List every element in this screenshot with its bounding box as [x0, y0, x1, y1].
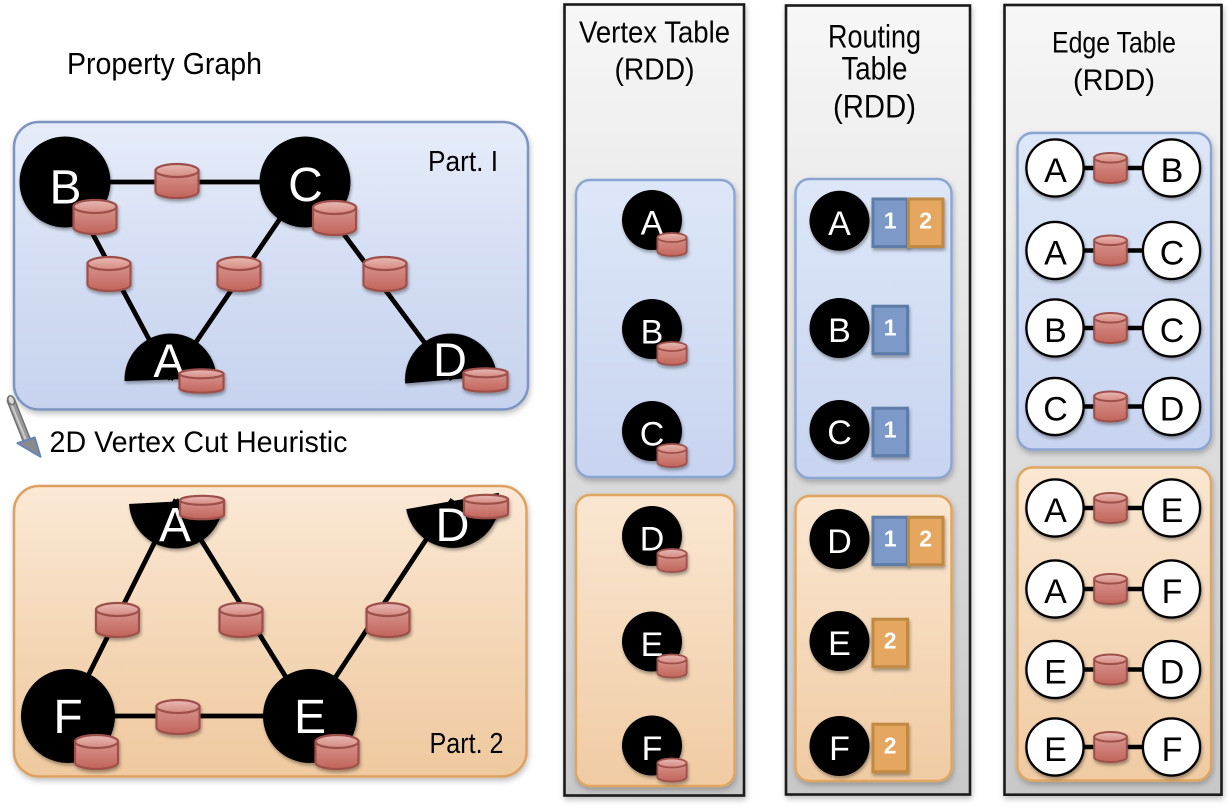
svg-text:E: E [1044, 731, 1067, 769]
svg-text:2: 2 [919, 526, 932, 552]
svg-text:D: D [433, 333, 467, 386]
svg-text:Routing: Routing [828, 18, 921, 54]
svg-text:C: C [827, 414, 852, 452]
svg-text:(RDD): (RDD) [833, 89, 916, 125]
svg-text:D: D [1160, 654, 1185, 692]
svg-text:Part. I: Part. I [428, 146, 498, 178]
svg-text:E: E [1044, 654, 1067, 692]
svg-text:E: E [294, 691, 326, 744]
svg-text:1: 1 [884, 207, 897, 233]
svg-text:A: A [1044, 235, 1067, 273]
svg-text:F: F [1162, 731, 1183, 769]
svg-text:B: B [1044, 312, 1067, 350]
svg-text:2D Vertex Cut Heuristic: 2D Vertex Cut Heuristic [50, 426, 348, 459]
svg-text:E: E [1161, 492, 1184, 530]
svg-text:Part. 2: Part. 2 [430, 728, 504, 760]
svg-text:C: C [1160, 312, 1185, 350]
svg-text:Edge Table: Edge Table [1052, 27, 1176, 60]
svg-text:1: 1 [884, 526, 897, 552]
svg-text:Table: Table [842, 51, 908, 87]
svg-text:C: C [1043, 391, 1068, 429]
svg-text:A: A [828, 205, 851, 243]
svg-text:F: F [53, 691, 82, 744]
svg-text:C: C [1160, 235, 1185, 273]
svg-text:F: F [642, 730, 663, 768]
svg-text:2: 2 [884, 628, 897, 654]
svg-text:B: B [641, 314, 664, 352]
svg-text:E: E [641, 626, 664, 664]
svg-text:Vertex Table: Vertex Table [579, 15, 730, 50]
svg-text:A: A [1044, 573, 1067, 611]
svg-text:2: 2 [919, 207, 932, 233]
svg-text:F: F [1162, 573, 1183, 611]
svg-text:B: B [1161, 152, 1184, 190]
svg-text:A: A [641, 205, 664, 243]
svg-text:2: 2 [884, 733, 897, 759]
svg-text:A: A [1044, 492, 1067, 530]
svg-text:D: D [1160, 391, 1185, 429]
svg-text:E: E [828, 625, 851, 663]
svg-text:(RDD): (RDD) [615, 52, 695, 87]
svg-text:A: A [1044, 152, 1067, 190]
svg-text:(RDD): (RDD) [1073, 64, 1155, 97]
svg-text:D: D [827, 523, 852, 561]
svg-text:1: 1 [884, 315, 897, 341]
svg-text:B: B [828, 312, 851, 350]
svg-text:F: F [829, 730, 850, 768]
svg-text:1: 1 [884, 417, 897, 443]
svg-text:Property Graph: Property Graph [67, 46, 262, 81]
